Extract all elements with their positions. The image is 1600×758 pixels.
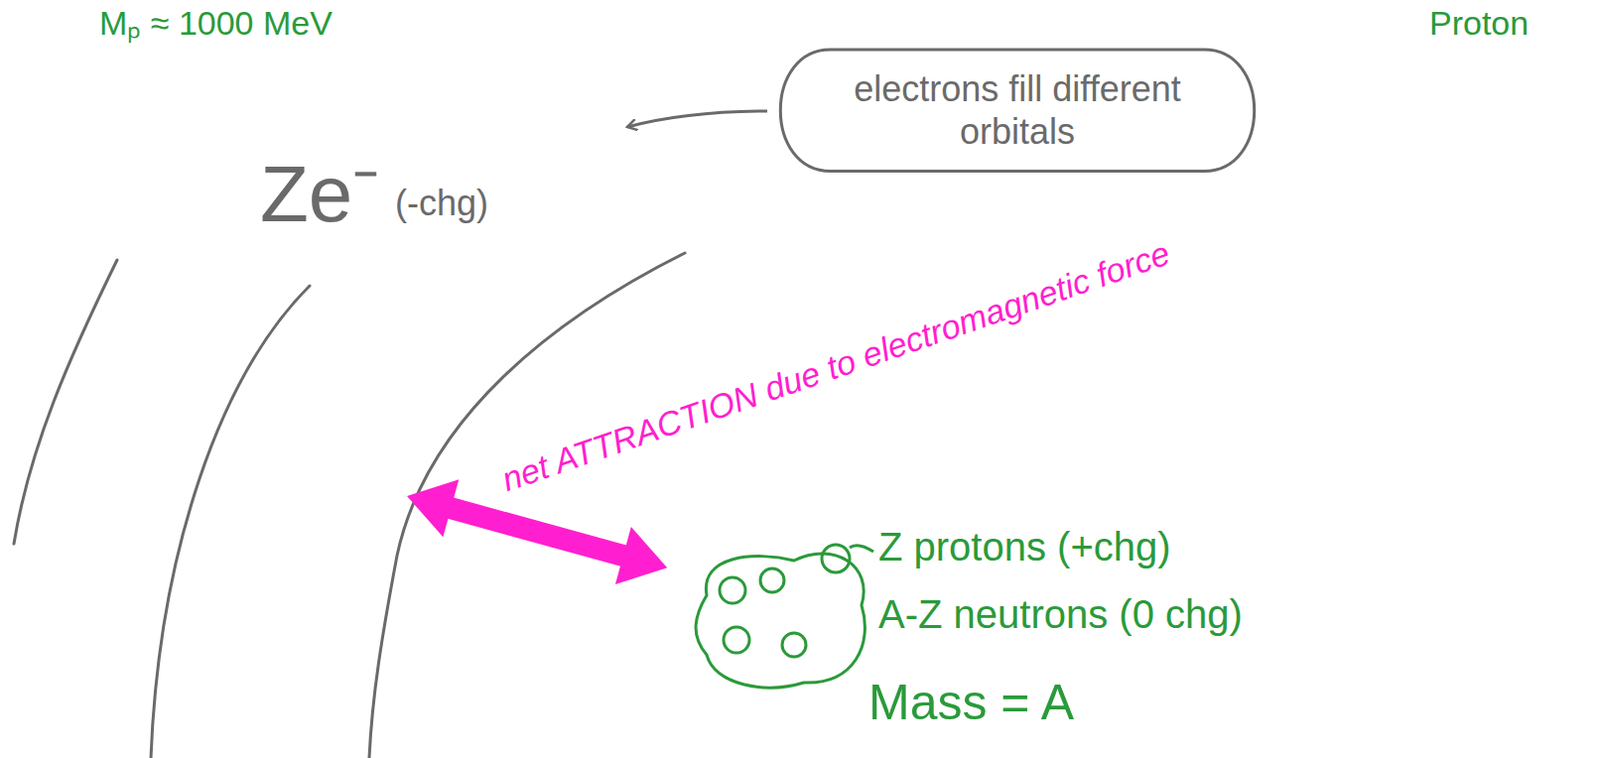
nucleon [782, 633, 806, 658]
neutron-label: A-Z neutrons (0 chg) [878, 591, 1243, 638]
arrow-head [615, 527, 675, 597]
leader-line [849, 545, 874, 552]
orbit-arc [150, 285, 310, 758]
callout-text: electrons fill different orbitals [838, 67, 1197, 153]
arrow-shaft [442, 496, 633, 568]
callout-bubble: electrons fill different orbitals [769, 47, 1266, 173]
charge-note: (-chg) [395, 182, 489, 224]
mass-note: Mₚ ≈ 1000 MeV [99, 3, 333, 43]
particle-name: Proton [1429, 3, 1529, 43]
bubble-outline [769, 47, 1266, 173]
nucleus-outline [695, 553, 865, 688]
orbit-arcs [13, 253, 685, 758]
proton-label: Z protons (+chg) [878, 524, 1172, 570]
electron-count: Ze⁻ [260, 148, 380, 241]
nucleon [760, 568, 785, 593]
force-note: net ATTRACTION due to electromagnetic fo… [486, 234, 1176, 504]
mass-label: Mass = A [868, 674, 1074, 733]
nucleon [723, 627, 750, 654]
nucleus [695, 544, 874, 688]
orbit-arc [13, 260, 118, 544]
arrow-head [399, 467, 459, 537]
bubble-outline [780, 49, 1254, 171]
orbit-arc [369, 253, 685, 758]
nucleon [719, 577, 746, 604]
nucleon [821, 544, 850, 573]
callout-arrow [627, 111, 768, 128]
